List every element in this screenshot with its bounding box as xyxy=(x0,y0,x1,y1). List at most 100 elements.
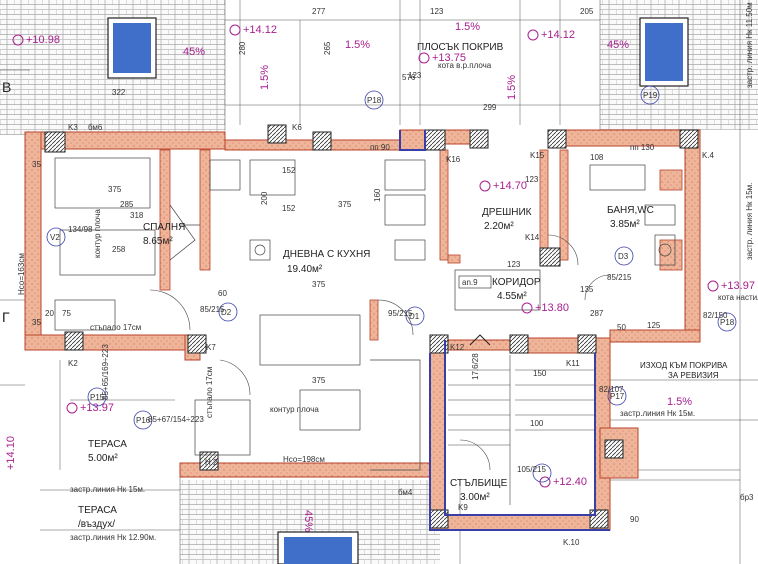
slope-label: 1.5% xyxy=(667,396,692,408)
dimension: 60 xyxy=(218,289,227,298)
slope-labels: 1.5% 1.5% 1.5% 1.5% 45% 45% 45% 1.5% xyxy=(183,21,692,532)
annotation: кота настил xyxy=(718,293,758,302)
opening-size: 95/215 xyxy=(388,309,413,318)
annotation: 17.6/28 xyxy=(471,353,480,380)
level-mark: +14.12 xyxy=(243,24,277,36)
dimension: 100 xyxy=(530,419,544,428)
opening-sizes: 134/98 85/215 95/215 85/215 82/150 85+65… xyxy=(68,225,728,474)
level-mark: +10.98 xyxy=(26,34,60,46)
dimension: 50 xyxy=(617,323,626,332)
slope-label: 45% xyxy=(302,510,314,532)
door-tag-labels: D2 D1 D3 xyxy=(221,252,629,321)
level-mark: +14.12 xyxy=(541,29,575,41)
door-tag: D2 xyxy=(221,308,232,317)
annotation: Нсо=163см xyxy=(17,253,26,295)
column-label: K12 xyxy=(450,343,465,352)
slab-outline xyxy=(399,130,610,531)
slope-label: 1.5% xyxy=(345,39,370,51)
dimension: 20 xyxy=(45,309,54,318)
room-name: ТЕРАСА xyxy=(78,505,117,516)
dimension: 123 xyxy=(507,260,521,269)
room-area: 5.00м² xyxy=(88,453,118,464)
room-name: ТЕРАСА xyxy=(88,439,127,450)
annotation: застр.линия Нк 12.90м. xyxy=(70,533,156,542)
opening-size: 82/150 xyxy=(703,311,728,320)
annotation: бм4 xyxy=(398,488,413,497)
dimension: 258 xyxy=(112,245,126,254)
door-tag: D3 xyxy=(618,252,629,261)
annotation: an.9 xyxy=(462,278,478,287)
door-tags xyxy=(218,246,634,483)
dimension: 152 xyxy=(282,204,296,213)
slope-label: 1.5% xyxy=(455,21,480,33)
dimension: 90 xyxy=(630,515,639,524)
opening-size: 85/215 xyxy=(200,305,225,314)
slope-label: 45% xyxy=(183,46,205,58)
dimension: 318 xyxy=(130,211,144,220)
door-tag: D1 xyxy=(409,312,420,321)
dimension: 280 xyxy=(238,41,247,55)
room-area: 3.00м² xyxy=(460,492,490,503)
column-label: K16 xyxy=(446,155,461,164)
opening-size: 85+67/154÷223 xyxy=(148,415,204,424)
annotation: пп 130 xyxy=(630,143,655,152)
skylight-right xyxy=(639,17,689,87)
level-mark: +13.75 xyxy=(432,52,466,64)
annotation: застр. линия Нк 11.50м xyxy=(745,2,754,88)
room-area: /въздух/ xyxy=(78,519,115,530)
window-tag: P19 xyxy=(643,91,658,100)
room-labels: СПАЛНЯ 8.65м² ДНЕВНА С КУХНЯ 19.40м² ДРЕ… xyxy=(78,205,654,530)
room-name: КОРИДОР xyxy=(492,277,541,288)
dimension: 322 xyxy=(112,88,126,97)
dimension: 160 xyxy=(373,188,382,202)
dimension: 35 xyxy=(32,318,41,327)
dimension: 285 xyxy=(120,200,134,209)
annotation: бр3 xyxy=(740,493,754,502)
roof-subtitle: кота в.р.плоча xyxy=(438,61,492,70)
dimension: 375 xyxy=(312,280,326,289)
column-label: K11 xyxy=(566,359,580,368)
dimension: 265 xyxy=(323,41,332,55)
roof-labels: ПЛОСЪК ПОКРИВ кота в.р.плоча ИЗХОД КЪМ П… xyxy=(417,42,728,380)
column-label: K14 xyxy=(525,233,540,242)
opening-size: 82/107 xyxy=(599,385,624,394)
room-name: СТЪЛБИЩЕ xyxy=(450,478,508,489)
annotation: пп 90 xyxy=(370,143,390,152)
level-mark: +13.80 xyxy=(535,302,569,314)
column-label: K15 xyxy=(530,151,545,160)
opening-size: 105/215 xyxy=(517,465,546,474)
level-mark: +12.40 xyxy=(553,476,587,488)
dimension: 123 xyxy=(525,175,539,184)
dimension: 35 xyxy=(32,160,41,169)
column-label: K6 xyxy=(292,123,302,132)
annotations: an.9 Нсо=198см Нсо=163см контур плоча ко… xyxy=(17,2,758,542)
stairs xyxy=(448,334,595,505)
window-tag: P17 xyxy=(610,392,625,401)
annotation: стъпало 17см xyxy=(90,323,141,332)
dimension: 375 xyxy=(312,376,326,385)
skylight-bottom xyxy=(277,531,359,564)
furniture xyxy=(54,157,676,471)
level-mark: +13.97 xyxy=(721,280,755,292)
annotation: контур плоча xyxy=(93,209,102,258)
dimension: 135 xyxy=(580,285,594,294)
column-label: K.4 xyxy=(702,151,715,160)
skylight-left xyxy=(107,17,157,79)
dimension: 576 xyxy=(402,73,416,82)
columns xyxy=(44,124,699,529)
dimension: 75 xyxy=(62,309,71,318)
room-area: 3.85м² xyxy=(610,219,640,230)
slope-label: 45% xyxy=(607,39,629,51)
dimension: 200 xyxy=(260,191,269,205)
dimension: 125 xyxy=(647,321,661,330)
level-markers: +10.98 +14.12 +13.75 +14.12 +14.70 +13.9… xyxy=(5,24,755,488)
room-name: ДНЕВНА С КУХНЯ xyxy=(283,249,370,260)
column-label: K.10 xyxy=(563,538,580,547)
dimension: 287 xyxy=(590,309,604,318)
window-tag: P18 xyxy=(367,96,382,105)
annotation: застр. линия Нк 15м. xyxy=(745,183,754,260)
column-label: K9 xyxy=(458,503,468,512)
room-area: 4.55м² xyxy=(497,291,527,302)
room-name: СПАЛНЯ xyxy=(143,222,185,233)
